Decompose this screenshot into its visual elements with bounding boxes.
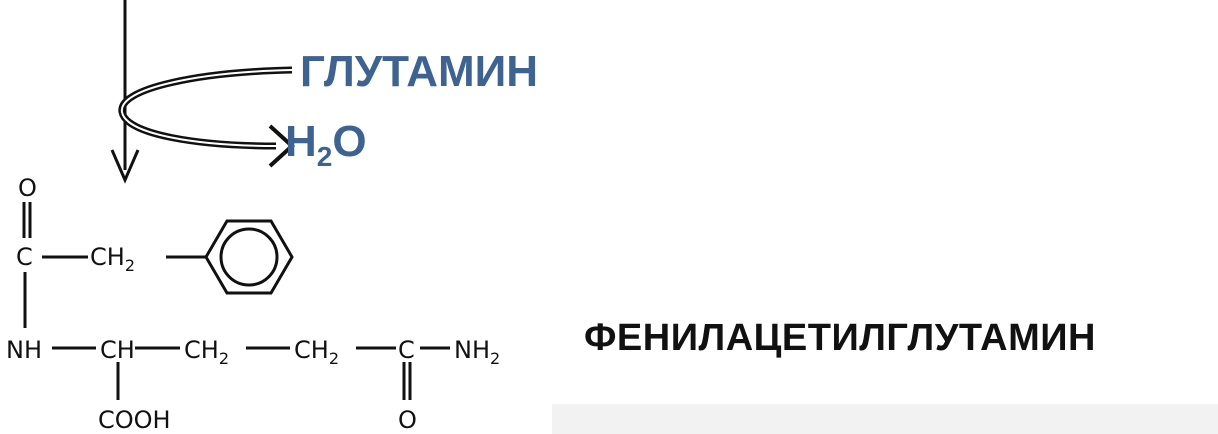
side-arrow bbox=[118, 66, 295, 168]
slide-bottom-band bbox=[552, 404, 1218, 434]
glutamine-label: ГЛУТАМИН bbox=[300, 47, 539, 96]
terminal-nh2: NH2 bbox=[454, 336, 500, 368]
carbonyl-oxygen: O bbox=[18, 174, 37, 202]
carboxyl-group: COOH bbox=[98, 406, 171, 434]
amide-carbon: C bbox=[398, 336, 415, 364]
alpha-ch: CH bbox=[100, 336, 135, 364]
ch2-beta: CH2 bbox=[184, 336, 229, 368]
phenylacetylglutamine-structure: O C CH2 NH CH CH2 CH2 C NH2 COOH O bbox=[6, 174, 500, 434]
product-name: ФЕНИЛАЦЕТИЛГЛУТАМИН bbox=[584, 317, 1096, 359]
ch2-phenyl: CH2 bbox=[90, 243, 135, 275]
amide-oxygen: O bbox=[398, 406, 417, 434]
main-arrow bbox=[110, 0, 140, 184]
amide-nh: NH bbox=[6, 336, 42, 364]
carbonyl-carbon: C bbox=[16, 243, 33, 271]
benzene-ring bbox=[204, 219, 294, 295]
ch2-gamma: CH2 bbox=[294, 336, 339, 368]
water-label: H2O bbox=[285, 117, 367, 172]
